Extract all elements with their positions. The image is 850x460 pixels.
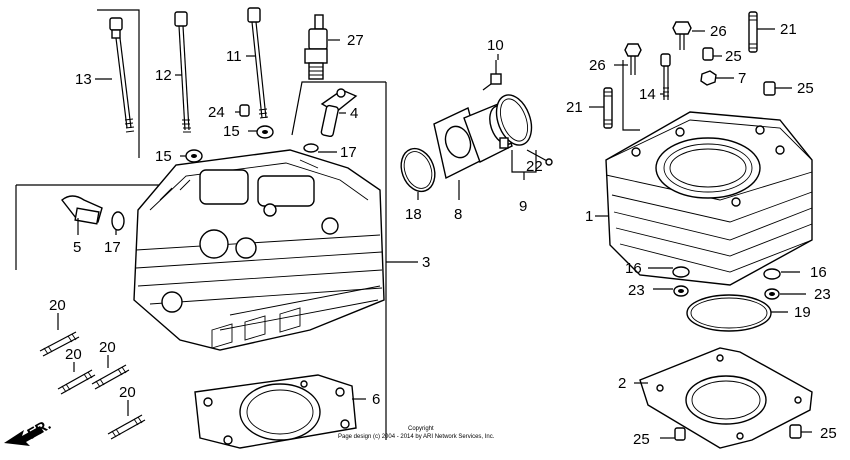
- stud-21-upper: [748, 11, 758, 53]
- bolt-11: [247, 7, 269, 119]
- nut-7: [700, 70, 717, 86]
- copyright-line-2: Page design (c) 2004 - 2014 by ARI Netwo…: [338, 434, 495, 440]
- dowel-25-right: [763, 81, 776, 96]
- hose-band-9: [495, 94, 533, 149]
- cylinder-head-3: [133, 149, 385, 351]
- callout-21-lower: 21: [566, 99, 583, 116]
- front-arrow-icon: [4, 426, 44, 446]
- callout-27: 27: [347, 32, 364, 49]
- callout-16-right: 16: [810, 264, 827, 281]
- dowel-25-lower-right: [789, 424, 802, 439]
- callout-2: 2: [618, 375, 626, 392]
- callout-23-right: 23: [814, 286, 831, 303]
- o-ring-17-lower: [111, 211, 125, 231]
- callout-20-d: 20: [119, 384, 136, 401]
- callout-17-lower: 17: [104, 239, 121, 256]
- callout-14: 14: [639, 86, 656, 103]
- callout-20-a: 20: [49, 297, 66, 314]
- adjuster-5: [61, 195, 103, 225]
- callout-23-left: 23: [628, 282, 645, 299]
- dowel-25-lower-left: [674, 427, 686, 441]
- bolt-14: [660, 53, 671, 100]
- spark-plug-27: [304, 14, 328, 80]
- base-gasket-2: [639, 347, 813, 449]
- o-ring-19: [686, 294, 772, 332]
- callout-9: 9: [519, 198, 527, 215]
- callout-26-lower: 26: [589, 57, 606, 74]
- o-ring-17-upper: [303, 143, 319, 153]
- dowel-16-right: [763, 268, 781, 280]
- cylinder-1: [605, 111, 813, 286]
- stud-20-c: [91, 364, 130, 390]
- stud-21-lower: [603, 87, 613, 129]
- group-bracket-left: [15, 9, 387, 440]
- callout-7: 7: [738, 70, 746, 87]
- callout-16-left: 16: [625, 260, 642, 277]
- seal-23-right: [764, 288, 780, 300]
- callout-4: 4: [350, 105, 358, 122]
- callout-numbers: 13 12 11 27 24 4 15 17 15 3 5 17 6 10 18…: [49, 21, 837, 448]
- callout-6: 6: [372, 391, 380, 408]
- callout-10: 10: [487, 37, 504, 54]
- callout-25-lower-right: 25: [820, 425, 837, 442]
- bolt-26-upper: [672, 21, 692, 50]
- callout-15-upper: 15: [223, 123, 240, 140]
- callout-21-upper: 21: [780, 21, 797, 38]
- callout-15-lower: 15: [155, 148, 172, 165]
- callout-19: 19: [794, 304, 811, 321]
- bolt-13: [109, 17, 135, 133]
- stud-20-a: [39, 331, 80, 357]
- dowel-16-left: [672, 266, 690, 278]
- copyright-line-1: Copyright: [408, 426, 434, 432]
- callout-5: 5: [73, 239, 81, 256]
- adjuster-4: [320, 88, 358, 138]
- callout-12: 12: [155, 67, 172, 84]
- screw-22: [526, 149, 553, 166]
- leader-lines: [57, 28, 812, 439]
- callout-18: 18: [405, 206, 422, 223]
- callout-1: 1: [585, 208, 593, 225]
- bolt-10: [482, 60, 502, 91]
- stud-20-d: [107, 414, 146, 440]
- dowel-24: [239, 104, 250, 117]
- dowel-25-upper: [702, 47, 714, 61]
- seal-23-left: [673, 285, 689, 297]
- callout-20-b: 20: [65, 346, 82, 363]
- callout-26-upper: 26: [710, 23, 727, 40]
- head-gasket-6: [194, 374, 357, 449]
- callout-13: 13: [75, 71, 92, 88]
- callout-24: 24: [208, 104, 225, 121]
- washer-15-upper: [256, 125, 274, 139]
- bolt-12: [174, 11, 191, 133]
- callout-25-lower-left: 25: [633, 431, 650, 448]
- callout-8: 8: [454, 206, 462, 223]
- callout-11: 11: [226, 48, 242, 65]
- washer-15-lower: [185, 149, 203, 163]
- bolt-26-lower: [624, 43, 642, 75]
- callout-3: 3: [422, 254, 430, 271]
- callout-25-right: 25: [797, 80, 814, 97]
- callout-20-c: 20: [99, 339, 116, 356]
- o-ring-18: [400, 147, 436, 193]
- stud-20-b: [57, 369, 96, 395]
- callout-22: 22: [526, 158, 543, 175]
- callout-17-upper: 17: [340, 144, 357, 161]
- callout-25-upper: 25: [725, 48, 742, 65]
